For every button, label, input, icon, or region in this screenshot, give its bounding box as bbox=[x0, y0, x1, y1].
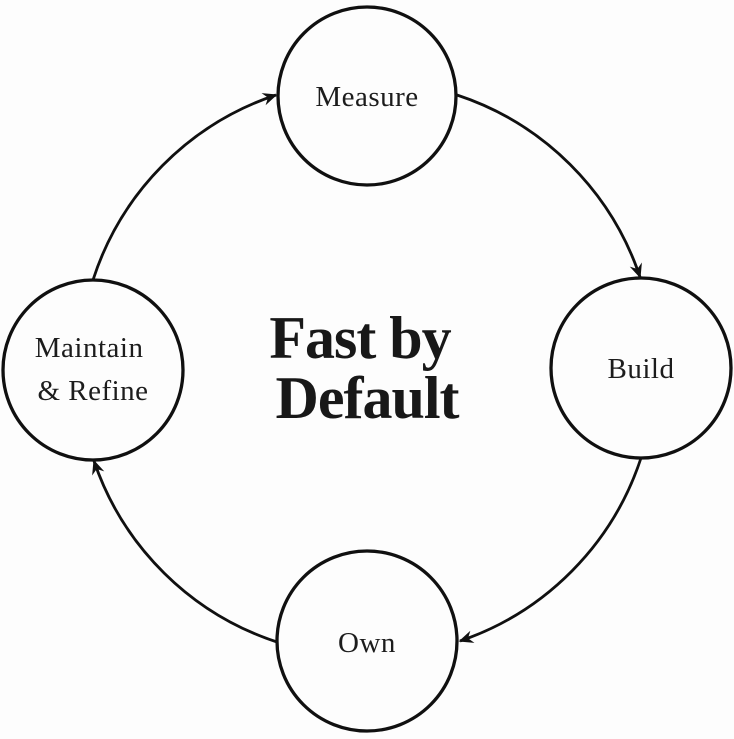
center-title-line1: Fast by bbox=[269, 305, 451, 371]
maintain-refine-circle bbox=[1, 278, 185, 462]
flow-arrows bbox=[91, 93, 643, 644]
measure-label: Measure bbox=[315, 81, 418, 113]
maintain-refine-label-line2: & Refine bbox=[37, 375, 148, 407]
arrow-maintain-to-measure-icon bbox=[91, 93, 278, 281]
arrow-own-to-maintain-icon bbox=[92, 459, 278, 644]
own-circle bbox=[275, 549, 459, 733]
build-label: Build bbox=[608, 353, 675, 385]
node-maintain-refine: Maintain & Refine bbox=[1, 278, 185, 462]
node-build: Build bbox=[549, 276, 733, 460]
maintain-refine-label-line1: Maintain bbox=[35, 332, 144, 364]
arrow-measure-to-build-icon bbox=[456, 93, 642, 279]
node-measure: Measure bbox=[276, 5, 458, 187]
maintain-refine-label: Maintain & Refine bbox=[35, 332, 151, 407]
build-circle bbox=[549, 276, 733, 460]
node-own: Own bbox=[275, 549, 459, 733]
own-label: Own bbox=[338, 627, 396, 659]
measure-circle bbox=[276, 5, 458, 187]
arrow-build-to-own-icon bbox=[458, 457, 643, 643]
center-title-line2: Default bbox=[276, 365, 460, 431]
center-title: Fast by Default bbox=[269, 305, 464, 431]
